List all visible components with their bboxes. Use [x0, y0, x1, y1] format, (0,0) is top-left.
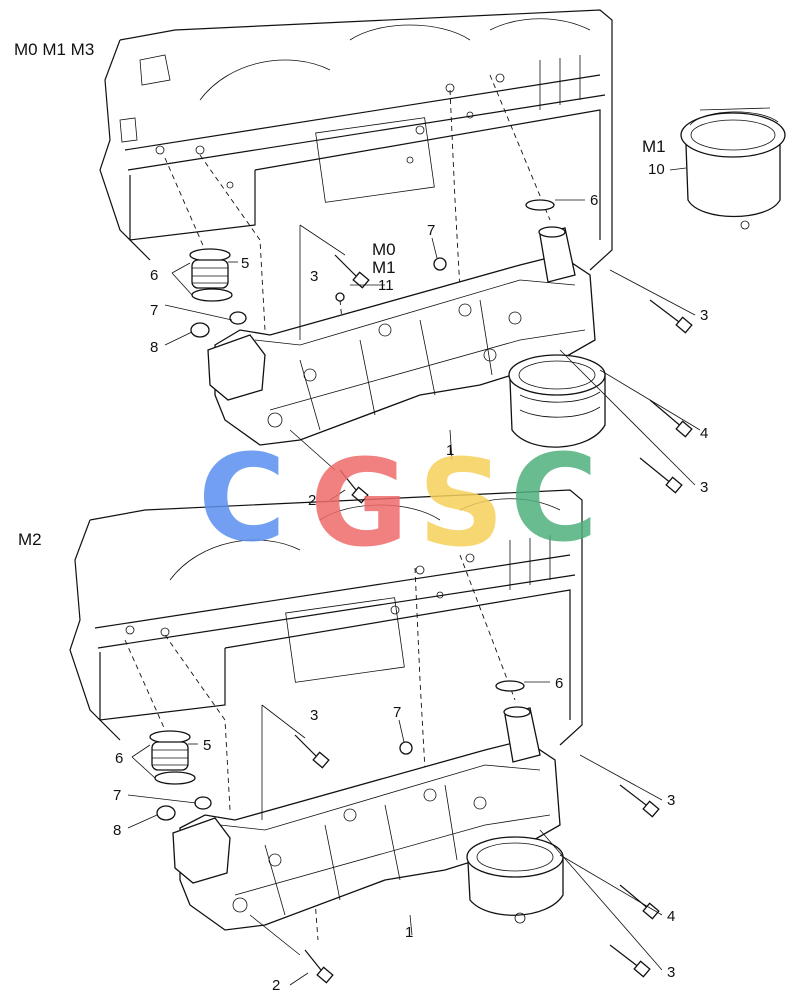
lower-callout-7a: 7: [113, 787, 121, 804]
upper-engine-block: [99, 9, 613, 271]
upper-assembly: M0 M1 M3 6 5 6 7 8 7 3 M0 M1 11 3 4 3 1 …: [14, 9, 708, 509]
upper-cooler-module: [207, 226, 596, 446]
lower-oil-filter: [466, 836, 564, 924]
lower-bolts: [294, 680, 660, 984]
lower-cooler-module: [172, 706, 561, 931]
lower-callout-3a: 3: [310, 707, 318, 724]
upper-callout-7b: 7: [427, 222, 435, 239]
upper-callout-7a: 7: [150, 302, 158, 319]
lower-leader-lines: [127, 681, 663, 986]
variant-m1-label: M1: [372, 258, 396, 277]
lower-callout-6a: 6: [555, 675, 563, 692]
upper-callout-6a: 6: [590, 192, 598, 209]
upper-callout-8: 8: [150, 339, 158, 356]
upper-callout-2: 2: [308, 492, 316, 509]
lower-callout-3c: 3: [667, 964, 675, 981]
watermark-letter-s: S: [418, 435, 504, 574]
upper-callout-5: 5: [241, 255, 249, 272]
inset-label-m1: M1: [642, 137, 666, 156]
lower-callout-4: 4: [667, 908, 675, 925]
callout-11: 11: [378, 277, 394, 294]
watermark-letter-c2: C: [510, 430, 598, 569]
lower-callout-2: 2: [272, 977, 280, 994]
lower-seal-stack: [149, 730, 212, 821]
inset-callout-10: 10: [648, 161, 665, 178]
upper-bolts: [334, 199, 693, 504]
upper-seal-stack: [189, 248, 247, 338]
watermark-letter-g: G: [310, 435, 409, 574]
upper-variant-label: M0 M1 M3: [14, 40, 94, 59]
lower-callout-5: 5: [203, 737, 211, 754]
upper-callout-3c: 3: [700, 479, 708, 496]
lower-callout-1: 1: [405, 924, 413, 941]
lower-callout-6b: 6: [115, 750, 123, 767]
variant-m0-label: M0: [372, 240, 396, 259]
upper-callout-4: 4: [700, 425, 708, 442]
lower-assembly: M2 6 5 6 7 8 7 3 3 4 3 1 2: [18, 489, 675, 994]
lower-callout-8: 8: [113, 822, 121, 839]
upper-callout-3a: 3: [310, 268, 318, 285]
inset-filter-housing: M1 10: [642, 107, 786, 230]
cgsc-watermark: C G S C: [198, 430, 598, 574]
lower-callout-7b: 7: [393, 704, 401, 721]
upper-leader-lines: [164, 199, 701, 501]
upper-callout-3b: 3: [700, 307, 708, 324]
upper-callout-1: 1: [446, 442, 454, 459]
watermark-letter-c1: C: [198, 430, 286, 569]
lower-variant-label: M2: [18, 530, 42, 549]
lower-callout-3b: 3: [667, 792, 675, 809]
lower-engine-block: [69, 489, 583, 746]
upper-callout-6b: 6: [150, 267, 158, 284]
upper-oil-filter: [508, 354, 606, 448]
